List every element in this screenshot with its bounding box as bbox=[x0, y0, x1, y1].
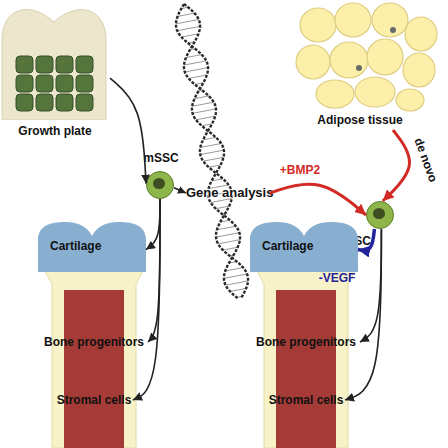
chondrocyte bbox=[76, 56, 93, 73]
node-label: Stromal cells bbox=[267, 392, 345, 408]
dna-rung bbox=[200, 150, 224, 154]
bone-head bbox=[2, 10, 106, 120]
cell-nucleus bbox=[153, 178, 165, 189]
dna-rung bbox=[225, 268, 243, 271]
dna-rung bbox=[192, 102, 214, 106]
dna-rung bbox=[181, 34, 198, 37]
bone-shaft bbox=[64, 290, 124, 448]
dna-rung bbox=[224, 274, 247, 278]
dna-rung bbox=[189, 75, 207, 78]
dna-rung bbox=[200, 144, 221, 148]
analysis-label: Gene analysis bbox=[186, 185, 270, 201]
connector-arrow bbox=[146, 199, 160, 250]
node-label: Gene analysis bbox=[186, 185, 270, 201]
connector-arrow bbox=[148, 199, 160, 342]
chondrocyte bbox=[56, 56, 73, 73]
chondrocyte bbox=[16, 56, 33, 73]
connector-arrow bbox=[345, 229, 381, 400]
dna-rung bbox=[177, 26, 200, 30]
connector-arrow bbox=[133, 199, 160, 400]
node-label: Cartilage bbox=[262, 239, 342, 253]
node-label: Stromal cells bbox=[55, 392, 133, 408]
chondrocyte bbox=[36, 75, 53, 92]
cartilage-cap: Cartilage bbox=[38, 222, 146, 272]
chondrocyte bbox=[56, 94, 73, 111]
connector-arrow bbox=[174, 188, 186, 193]
adipocyte-nucleus bbox=[356, 65, 362, 71]
bone bbox=[42, 266, 146, 448]
node-label: Adipose tissue bbox=[295, 113, 425, 127]
node-label: Cartilage bbox=[50, 239, 130, 253]
dna-rung bbox=[196, 116, 215, 120]
bone-shaft bbox=[276, 290, 336, 448]
dna-strand bbox=[184, 4, 248, 299]
adipocyte bbox=[396, 89, 424, 111]
chondrocyte bbox=[76, 94, 93, 111]
adipocyte bbox=[372, 3, 408, 37]
edge-label: de novo bbox=[412, 136, 441, 184]
stem-cell: mSSC bbox=[146, 171, 174, 199]
dna-rung bbox=[176, 20, 199, 24]
growth-plate: Growth plate bbox=[0, 0, 110, 142]
dna-rung bbox=[203, 157, 223, 161]
connector-arrow bbox=[358, 229, 374, 250]
stromal-label: Stromal cells bbox=[267, 392, 345, 408]
connector-arrow bbox=[360, 229, 381, 342]
adipocyte bbox=[330, 42, 368, 78]
chondrocyte bbox=[76, 75, 93, 92]
edge-label: +BMP2 bbox=[280, 163, 320, 177]
node-label: mSSC bbox=[131, 151, 191, 165]
cartilage-outline bbox=[38, 222, 146, 272]
connector-arrow bbox=[383, 130, 410, 201]
chondrocyte bbox=[56, 75, 73, 92]
node-label: Bone progenitors bbox=[252, 334, 360, 350]
adipocyte bbox=[296, 45, 330, 79]
adipocyte-nucleus bbox=[390, 27, 396, 33]
dna-strand bbox=[176, 4, 240, 299]
bone-outline bbox=[254, 266, 358, 448]
node-label: Growth plate bbox=[0, 124, 110, 138]
progenitor-label: Bone progenitors bbox=[252, 334, 360, 350]
growth-plate-art bbox=[0, 0, 110, 120]
adipocyte bbox=[335, 3, 371, 37]
adipocyte bbox=[405, 17, 437, 51]
stromal-label: Stromal cells bbox=[55, 392, 133, 408]
cartilage-outline bbox=[250, 222, 358, 272]
chondrocyte bbox=[36, 56, 53, 73]
induced-stem-cell: imSSC bbox=[366, 201, 394, 229]
dna-rung bbox=[178, 13, 195, 16]
node-label: Bone progenitors bbox=[40, 334, 148, 350]
adipocyte bbox=[403, 53, 435, 87]
chondrocyte bbox=[16, 94, 33, 111]
cell-nucleus bbox=[373, 208, 385, 219]
bone-outline bbox=[42, 266, 146, 448]
adipose-art bbox=[295, 0, 435, 112]
dna-rung bbox=[185, 68, 208, 72]
dna-rung bbox=[193, 109, 216, 113]
dna-rung bbox=[218, 240, 240, 244]
dna-rung bbox=[184, 61, 206, 65]
dna-helix bbox=[176, 4, 248, 299]
adipocyte bbox=[367, 39, 403, 75]
adipocyte bbox=[300, 8, 336, 42]
cartilage-cap: Cartilage bbox=[250, 222, 358, 272]
adipocyte bbox=[316, 80, 354, 108]
chondrocyte bbox=[36, 94, 53, 111]
chondrocyte bbox=[16, 75, 33, 92]
adipose-tissue: Adipose tissue bbox=[295, 0, 435, 130]
connector-arrow bbox=[110, 78, 146, 184]
dna-rung bbox=[216, 233, 239, 237]
dna-rung bbox=[226, 281, 248, 285]
dna-rung bbox=[217, 226, 236, 230]
progenitor-label: Bone progenitors bbox=[40, 334, 148, 350]
bone bbox=[254, 266, 358, 448]
adipocyte bbox=[355, 77, 395, 107]
connector-arrow bbox=[270, 184, 366, 215]
